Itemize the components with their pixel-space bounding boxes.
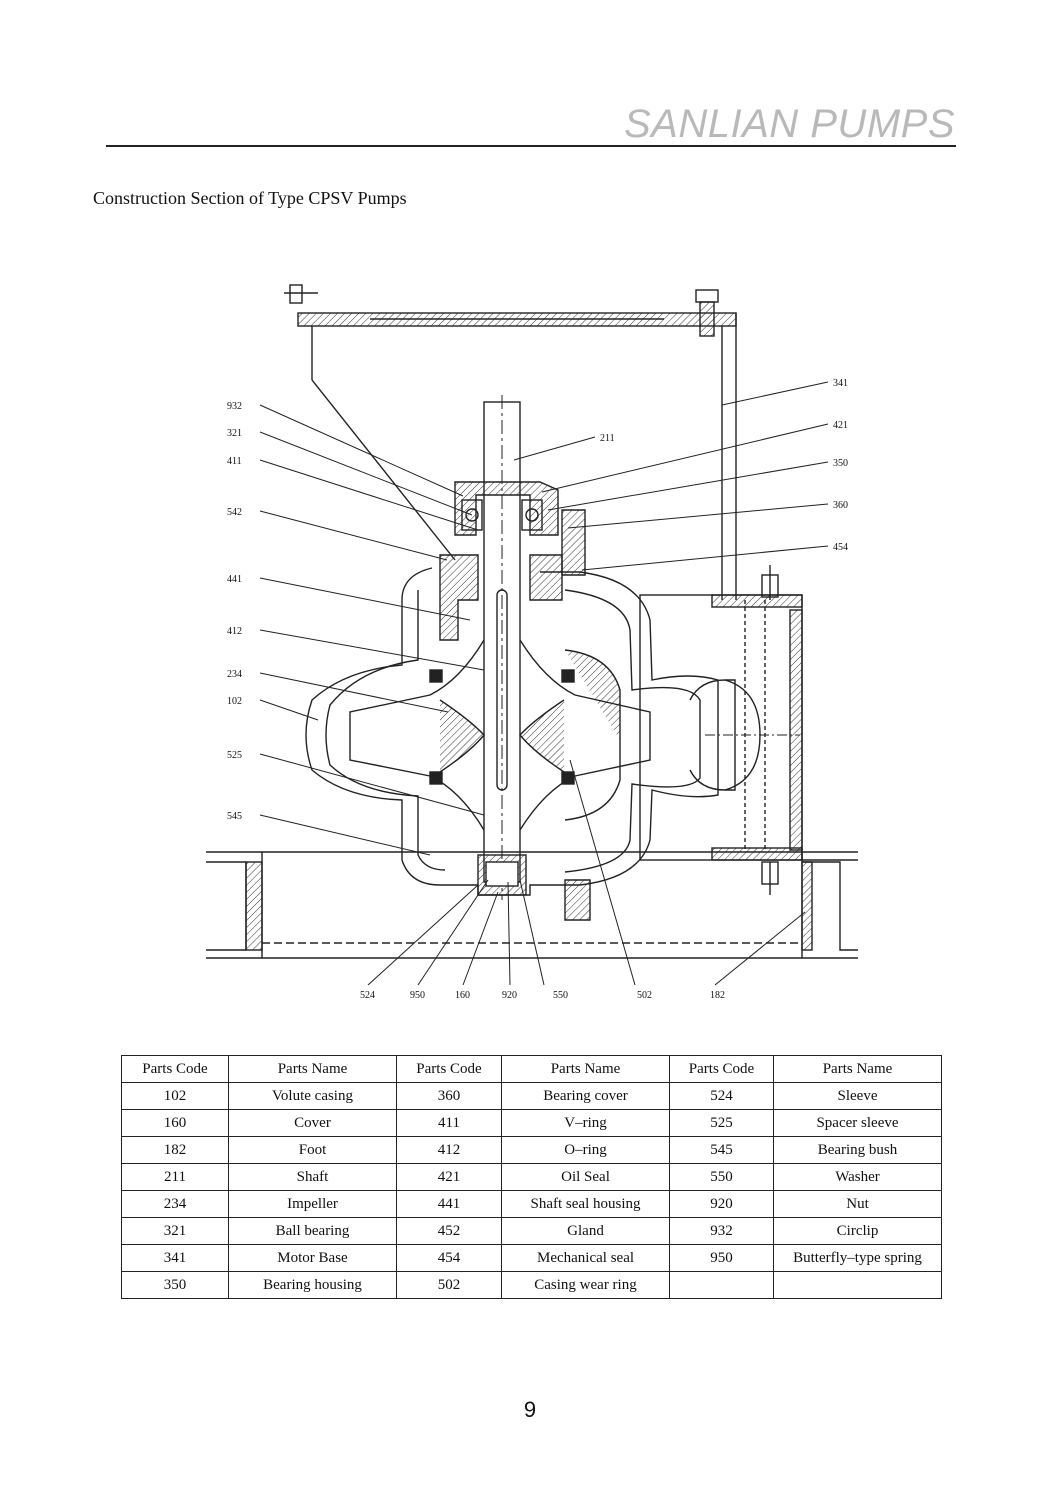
callout-360: 360 — [833, 500, 848, 511]
section-title: Construction Section of Type CPSV Pumps — [93, 188, 407, 208]
table-cell: O–ring — [501, 1136, 670, 1164]
table-cell: 412 — [396, 1136, 502, 1164]
table-cell: 920 — [669, 1190, 774, 1218]
table-cell: 321 — [121, 1217, 229, 1245]
table-cell: Casing wear ring — [501, 1271, 670, 1299]
table-cell: Shaft — [228, 1163, 397, 1191]
parts-table: Parts Code Parts Name Parts Code Parts N… — [121, 1055, 942, 1299]
table-header-row: Parts Code Parts Name Parts Code Parts N… — [121, 1055, 942, 1083]
brand-logo: SANLIAN PUMPS — [623, 102, 955, 146]
table-cell: Cover — [228, 1109, 397, 1137]
table-cell: Foot — [228, 1136, 397, 1164]
column-header: Parts Code — [396, 1055, 502, 1083]
table-row: 321 Ball bearing 452 Gland 932 Circlip — [121, 1217, 942, 1245]
callout-160: 160 — [455, 990, 470, 1001]
table-cell: Volute casing — [228, 1082, 397, 1110]
table-cell: 452 — [396, 1217, 502, 1245]
table-cell: Ball bearing — [228, 1217, 397, 1245]
page-number: 9 — [523, 1397, 537, 1422]
table-cell — [773, 1271, 942, 1299]
table-cell: Butterfly–type spring — [773, 1244, 942, 1272]
callout-525: 525 — [227, 750, 242, 761]
callout-441: 441 — [227, 574, 242, 585]
column-header: Parts Code — [121, 1055, 229, 1083]
table-cell: Nut — [773, 1190, 942, 1218]
table-cell: 454 — [396, 1244, 502, 1272]
callout-454: 454 — [833, 542, 848, 553]
column-header: Parts Name — [228, 1055, 397, 1083]
table-row: 211 Shaft 421 Oil Seal 550 Washer — [121, 1163, 942, 1191]
callout-102: 102 — [227, 696, 242, 707]
callout-542: 542 — [227, 507, 242, 518]
table-cell: 160 — [121, 1109, 229, 1137]
callout-524: 524 — [360, 990, 375, 1001]
table-cell: 545 — [669, 1136, 774, 1164]
table-cell: 360 — [396, 1082, 502, 1110]
callout-502: 502 — [637, 990, 652, 1001]
callout-421: 421 — [833, 420, 848, 431]
table-cell: Bearing housing — [228, 1271, 397, 1299]
table-cell: 502 — [396, 1271, 502, 1299]
table-cell: 525 — [669, 1109, 774, 1137]
callout-920: 920 — [502, 990, 517, 1001]
column-header: Parts Name — [773, 1055, 942, 1083]
table-cell: Bearing cover — [501, 1082, 670, 1110]
table-cell: Spacer sleeve — [773, 1109, 942, 1137]
table-row: 182 Foot 412 O–ring 545 Bearing bush — [121, 1136, 942, 1164]
table-cell: Bearing bush — [773, 1136, 942, 1164]
table-cell: 550 — [669, 1163, 774, 1191]
callout-350: 350 — [833, 458, 848, 469]
callout-211: 211 — [600, 433, 615, 444]
callout-341: 341 — [833, 378, 848, 389]
callout-550: 550 — [553, 990, 568, 1001]
table-cell: 950 — [669, 1244, 774, 1272]
pump-section-drawing: 932 321 411 542 441 412 234 102 525 545 … — [206, 284, 858, 1001]
table-row: 350 Bearing housing 502 Casing wear ring — [121, 1271, 942, 1299]
table-cell: V–ring — [501, 1109, 670, 1137]
table-cell: 234 — [121, 1190, 229, 1218]
callout-182: 182 — [710, 990, 725, 1001]
table-cell: Oil Seal — [501, 1163, 670, 1191]
column-header: Parts Name — [501, 1055, 670, 1083]
table-cell: 441 — [396, 1190, 502, 1218]
callout-411: 411 — [227, 456, 242, 467]
table-cell: Shaft seal housing — [501, 1190, 670, 1218]
table-cell: 421 — [396, 1163, 502, 1191]
table-cell: Sleeve — [773, 1082, 942, 1110]
table-cell: 524 — [669, 1082, 774, 1110]
table-cell: 182 — [121, 1136, 229, 1164]
callout-950: 950 — [410, 990, 425, 1001]
table-row: 160 Cover 411 V–ring 525 Spacer sleeve — [121, 1109, 942, 1137]
header-rule — [106, 145, 956, 147]
callout-545: 545 — [227, 811, 242, 822]
callout-234: 234 — [227, 669, 242, 680]
table-cell: 211 — [121, 1163, 229, 1191]
table-cell: 932 — [669, 1217, 774, 1245]
table-cell: Mechanical seal — [501, 1244, 670, 1272]
table-row: 234 Impeller 441 Shaft seal housing 920 … — [121, 1190, 942, 1218]
callout-412: 412 — [227, 626, 242, 637]
table-cell: Impeller — [228, 1190, 397, 1218]
callout-321: 321 — [227, 428, 242, 439]
column-header: Parts Code — [669, 1055, 774, 1083]
callout-932: 932 — [227, 401, 242, 412]
table-cell: 102 — [121, 1082, 229, 1110]
table-cell — [669, 1271, 774, 1299]
table-cell: Gland — [501, 1217, 670, 1245]
table-cell: 341 — [121, 1244, 229, 1272]
table-cell: Circlip — [773, 1217, 942, 1245]
table-cell: Motor Base — [228, 1244, 397, 1272]
table-cell: 350 — [121, 1271, 229, 1299]
table-row: 341 Motor Base 454 Mechanical seal 950 B… — [121, 1244, 942, 1272]
table-cell: 411 — [396, 1109, 502, 1137]
table-cell: Washer — [773, 1163, 942, 1191]
table-row: 102 Volute casing 360 Bearing cover 524 … — [121, 1082, 942, 1110]
